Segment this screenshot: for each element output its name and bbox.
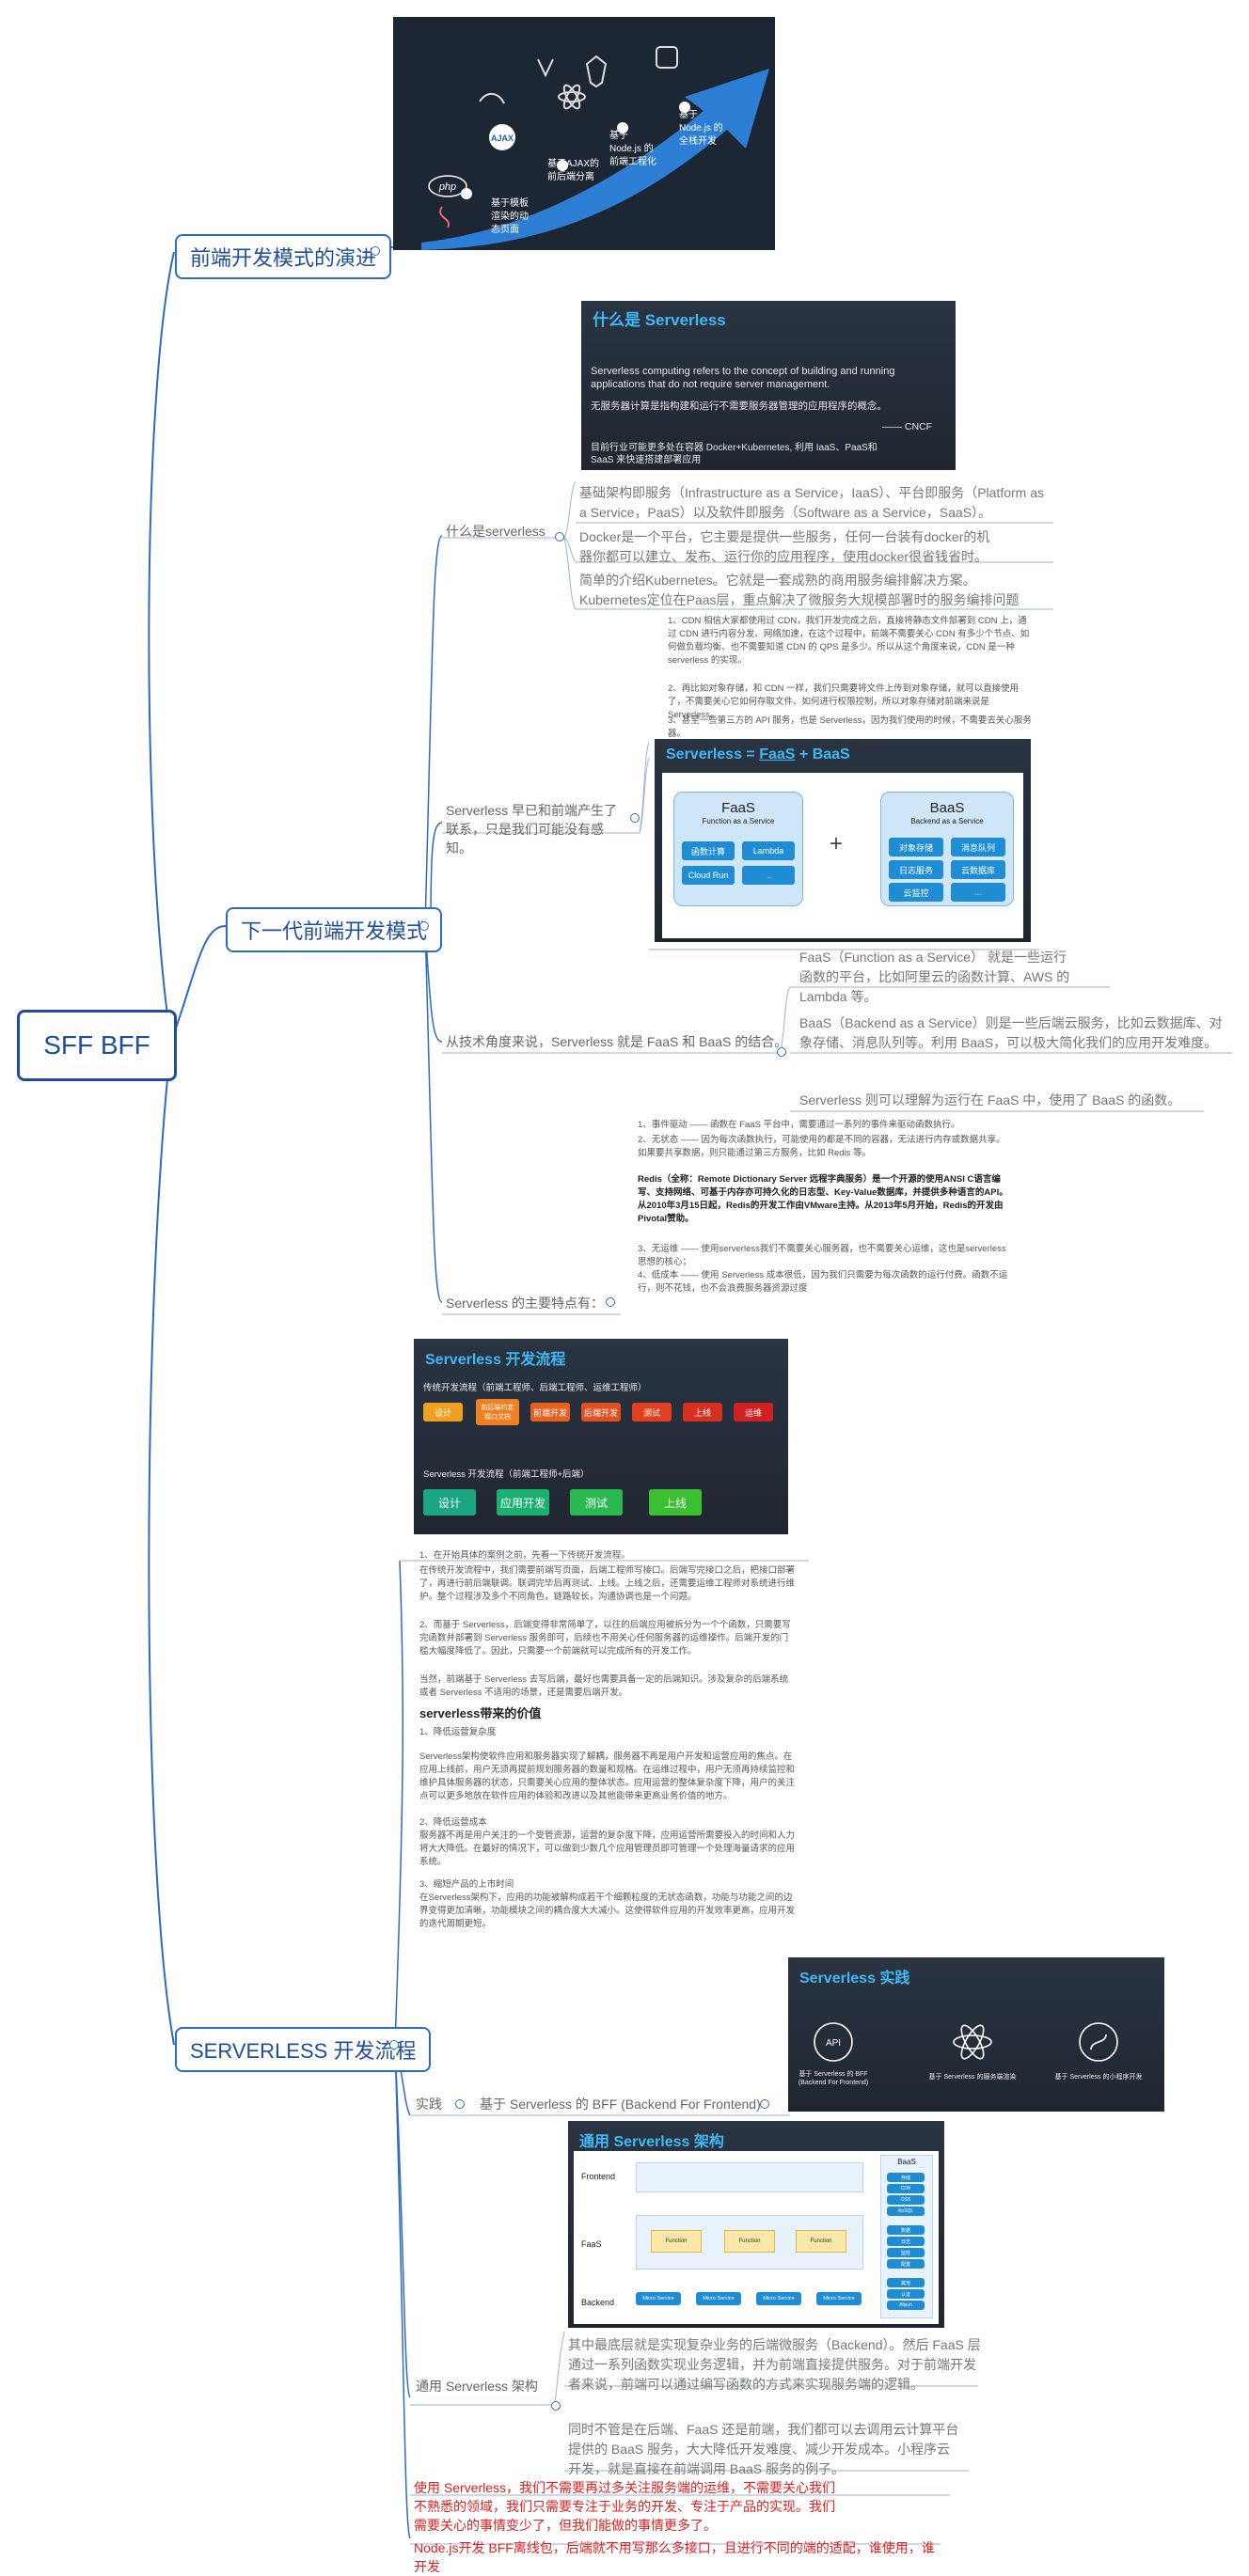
card-title: 什么是 Serverless	[593, 311, 726, 329]
branch-serverless[interactable]: SERVERLESS 开发流程	[175, 2027, 432, 2072]
link-root-serverless	[148, 1041, 175, 2046]
java-icon	[439, 206, 451, 228]
svg-text:php: php	[438, 181, 456, 193]
angular-icon	[585, 55, 608, 88]
tech-item-3[interactable]: Serverless 则可以理解为运行在 FaaS 中，使用了 BaaS 的函数…	[799, 1092, 1181, 1107]
flow-note-4: 当然，前端基于 Serverless 去写后端，最好也需要具备一定的后端知识。涉…	[419, 1674, 789, 1698]
card-source: —— CNCF	[882, 421, 933, 432]
what-is-item-2[interactable]: Docker是一个平台，它主要是提供一些服务，任何一台装有docker的机器你都…	[579, 529, 990, 564]
flow-note-2: 在传统开发流程中，我们需要前端写页面，后端工程师写接口。后端写完接口之后，把接口…	[419, 1565, 796, 1602]
value-1-text: Serverless架构使软件应用和服务器实现了解耦，服务器不再是用户开发和运营…	[419, 1751, 796, 1801]
value-heading: serverless带来的价值	[419, 1706, 542, 1720]
stage-4: 基于 Node.js 的 全栈开发	[679, 110, 723, 147]
features-label[interactable]: Serverless 的主要特点有：	[446, 1296, 605, 1311]
feature-1: 1、事件驱动 —— 函数在 FaaS 平台中，需要通过一系列的事件来驱动函数执行…	[638, 1120, 960, 1130]
card-note: 目前行业可能更多处在容器 Docker+Kubernetes, 利用 IaaS、…	[591, 443, 877, 465]
feature-2: 2、无状态 —— 因为每次函数执行，可能使用的都是不同的容器，无法进行内存或数据…	[638, 1135, 1005, 1158]
card-title: Serverless 开发流程	[425, 1352, 566, 1368]
baas-box: BaaS Backend as a Service 对象存储 消息队列 日志服务…	[880, 792, 1014, 906]
tech-label[interactable]: 从技术角度来说，Serverless 就是 FaaS 和 BaaS 的结合。	[446, 1034, 788, 1049]
evolution-card: AJAX php 基于模板 渲染的动 态页面 基于AJAX的 前后端分离 基于 …	[393, 17, 775, 250]
collapse-toggle[interactable]	[419, 921, 429, 931]
practice-icons: API	[814, 2022, 1118, 2062]
collapse-toggle[interactable]	[371, 246, 380, 256]
value-2: 2、降低运营成本	[419, 1817, 487, 1828]
jquery-icon	[656, 46, 678, 69]
flow-note-3: 2、而基于 Serverless，后端变得非常简单了，以往的后端应用被拆分为一个…	[419, 1620, 791, 1657]
flow-note-1: 1、在开始具体的案例之前，先看一下传统开发流程。	[419, 1550, 630, 1561]
branch-next-gen[interactable]: 下一代前端开发模式	[226, 907, 443, 952]
arch-item-1[interactable]: 其中最底层就是实现复杂业务的后端微服务（Backend）。然后 FaaS 层通过…	[568, 2337, 981, 2392]
react-icon	[558, 91, 586, 102]
php-icon	[428, 175, 467, 197]
value-3-text: 在Serverless架构下，应用的功能被解构成若干个细颗粒度的无状态函数，功能…	[419, 1893, 796, 1929]
svg-text:API: API	[826, 2038, 841, 2049]
practice-label[interactable]: 实践	[416, 2097, 442, 2112]
value-2-text: 服务器不再是用户关注的一个受管资源，运营的复杂度下降，应用运营所需要投入的时间和…	[419, 1830, 796, 1867]
tech-item-2[interactable]: BaaS（Backend as a Service）则是一些后端云服务，比如云数…	[799, 1015, 1223, 1050]
branch-evolution[interactable]: 前端开发模式的演进	[175, 234, 392, 279]
vue-icon	[537, 58, 554, 78]
collapse-toggle[interactable]	[555, 532, 564, 542]
stage-3: 基于 Node.js 的 前端工程化	[609, 131, 656, 167]
arch-label[interactable]: 通用 Serverless 架构	[416, 2379, 538, 2394]
api-icon	[814, 2022, 853, 2062]
card-cn: 无服务器计算是指构建和运行不需要服务器管理的应用程序的概念。	[591, 401, 887, 412]
arch-card: 通用 Serverless 架构 Frontend FaaS Backend F…	[568, 2121, 944, 2328]
what-is-serverless-label[interactable]: 什么是serverless	[446, 524, 545, 539]
already-note-1: 1、CDN 相信大家都使用过 CDN，我们开发完成之后，直接将静态文件部署到 C…	[668, 616, 1030, 666]
collapse-toggle[interactable]	[760, 2099, 769, 2109]
value-3: 3、缩短产品的上市时间	[419, 1879, 514, 1890]
collapse-toggle[interactable]	[630, 813, 640, 823]
tech-item-1[interactable]: FaaS（Function as a Service） 就是一些运行函数的平台，…	[799, 950, 1070, 1004]
feature-redis: Redis（全称：Remote Dictionary Server 远程字典服务…	[638, 1174, 1008, 1224]
evolution-arrow: AJAX php	[421, 46, 769, 250]
collapse-toggle[interactable]	[455, 2099, 465, 2109]
collapse-toggle[interactable]	[551, 2401, 561, 2411]
what-is-serverless-card: 什么是 Serverless Serverless computing refe…	[581, 301, 956, 470]
stage-2: 基于AJAX的 前后端分离	[547, 159, 600, 182]
root-node[interactable]: SFF BFF	[17, 1010, 177, 1081]
feature-4: 4、低成本 —— 使用 Serverless 成本很低，因为我们只需要为每次函数…	[638, 1270, 1008, 1294]
practice-card: Serverless 实践 API 基于 Serverless 的 BFF (B…	[788, 1957, 1164, 2112]
feature-3: 3、无运维 —— 使用serverless我们不需要关心服务器，也不需要关心运维…	[638, 1244, 1006, 1267]
miniprogram-icon	[1079, 2022, 1118, 2062]
link-root-nextgen	[170, 925, 227, 1043]
red-note-1[interactable]: 使用 Serverless，我们不需要再过多关注服务端的运维，不需要关心我们不熟…	[414, 2480, 836, 2533]
what-is-item-3[interactable]: 简单的介绍Kubernetes。它就是一套成熟的商用服务编排解决方案。Kuber…	[579, 573, 1020, 607]
already-note-2: 2、再比如对象存储，和 CDN 一样，我们只需要将文件上传到对象存储，就可以直接…	[668, 683, 1020, 720]
already-note-3: 3、甚至一些第三方的 API 服务，也是 Serverless，因为我们使用的时…	[668, 715, 1032, 739]
react-icon	[953, 2024, 992, 2060]
already-label[interactable]: Serverless 早已和前端产生了联系，只是我们可能没有感知。	[446, 803, 618, 856]
ajax-icon: AJAX	[491, 134, 514, 143]
card-title: Serverless = FaaS + BaaS	[666, 746, 850, 762]
collapse-toggle[interactable]	[389, 2040, 399, 2050]
faas-baas-card: Serverless = FaaS + BaaS FaaS Function a…	[655, 739, 1031, 942]
flow-card: Serverless 开发流程 传统开发流程（前端工程师、后端工程师、运维工程师…	[414, 1339, 788, 1534]
jquery-swirl-icon	[479, 93, 505, 104]
collapse-toggle[interactable]	[777, 1047, 786, 1057]
what-is-item-1[interactable]: 基础架构即服务（Infrastructure as a Service，IaaS…	[579, 485, 1044, 520]
link-root-evolution	[148, 251, 175, 1043]
collapse-toggle[interactable]	[606, 1297, 615, 1307]
stage-1: 基于模板 渲染的动 态页面	[491, 198, 529, 235]
faas-box: FaaS Function as a Service 函数计算 Lambda C…	[673, 792, 803, 906]
card-en: Serverless computing refers to the conce…	[591, 366, 895, 390]
red-note-2[interactable]: Node.js开发 BFF离线包，后端就不用写那么多接口，且进行不同的端的适配，…	[414, 2540, 935, 2574]
practice-sub[interactable]: 基于 Serverless 的 BFF (Backend For Fronten…	[480, 2097, 761, 2112]
plus-sign: +	[830, 831, 844, 856]
arch-item-2[interactable]: 同时不管是在后端、FaaS 还是前端，我们都可以去调用云计算平台提供的 BaaS…	[568, 2422, 959, 2476]
value-1: 1、降低运营复杂度	[419, 1727, 497, 1737]
